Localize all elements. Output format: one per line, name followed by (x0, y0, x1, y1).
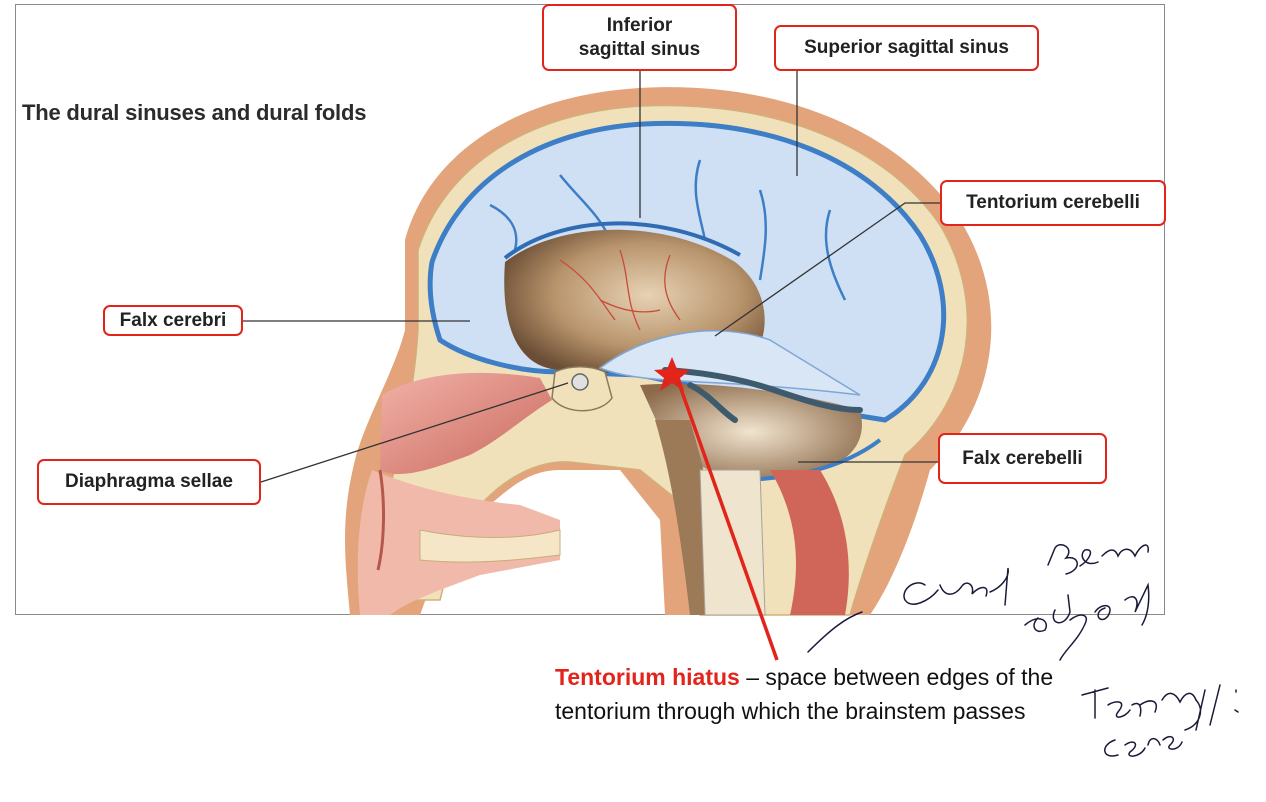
label-falx-cerebelli: Falx cerebelli (938, 433, 1107, 484)
leader-lines (243, 71, 940, 483)
label-inferior-line2: sagittal sinus (578, 38, 701, 60)
hiatus-caption: Tentorium hiatus – space between edges o… (555, 660, 1075, 728)
caption-text: – space between edges of the tentorium t… (555, 664, 1054, 724)
straight-sinus (662, 367, 863, 423)
caption-highlight: Tentorium hiatus (555, 664, 740, 690)
nasal-cavity (380, 372, 552, 475)
cervical-spine (699, 469, 766, 616)
cavity-vessels (559, 249, 681, 331)
inferior-sagittal-sinus-line (503, 221, 741, 260)
figure-title: The dural sinuses and dural folds (22, 100, 367, 125)
label-superior-sagittal-sinus: Superior sagittal sinus (774, 25, 1039, 71)
handwritten-annotation (807, 544, 1239, 757)
hiatus-star (654, 357, 690, 391)
label-inferior-line1: Inferior (606, 14, 673, 36)
hiatus-arrow (673, 371, 779, 661)
label-inferior-sagittal-sinus: Inferior sagittal sinus (542, 4, 737, 71)
label-tentorium-cerebelli: Tentorium cerebelli (940, 180, 1166, 226)
label-falx-cerebri: Falx cerebri (103, 305, 243, 336)
label-diaphragma-sellae: Diaphragma sellae (37, 459, 261, 505)
